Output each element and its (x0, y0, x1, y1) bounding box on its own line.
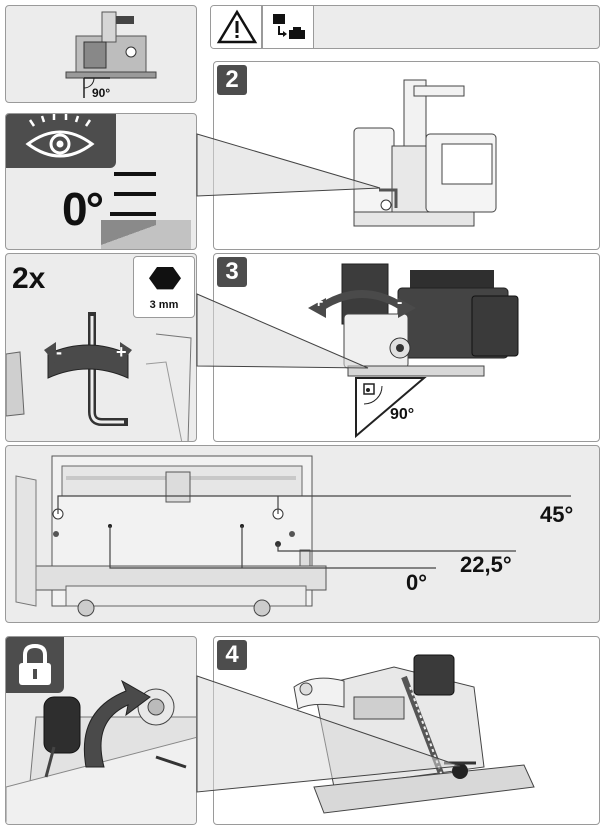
saw-side-view-illustration (353, 79, 497, 227)
tool-size-box: 3 mm (133, 256, 195, 318)
step-4-badge: 4 (217, 640, 247, 670)
battery-cell (262, 6, 314, 48)
lock-knob-illustration (6, 688, 196, 824)
base-plate-dark (101, 220, 156, 249)
step-3-badge: 3 (217, 257, 247, 287)
eye-zoom-panel: 0° (5, 113, 197, 250)
header-bar (210, 5, 600, 49)
plus-sign: + (116, 342, 127, 362)
saw-thumbnail-illustration (65, 11, 157, 79)
tighten-arrow-icon (83, 679, 151, 768)
tilt-minus-sign: - (397, 294, 403, 311)
bevel-scale-panel: 45° 22,5° 0° (5, 445, 600, 623)
step-3-panel: 3 + - 90° (213, 253, 600, 442)
lock-badge (6, 637, 64, 693)
bevel-label-0: 0° (406, 570, 428, 595)
tool-size-label: 3 mm (149, 299, 179, 311)
bevel-label-22-5: 22,5° (460, 552, 512, 577)
step-2-badge: 2 (217, 65, 247, 95)
battery-remove-icon (273, 14, 305, 39)
step-2-panel: 2 (213, 61, 600, 250)
minus-sign: - (56, 342, 62, 362)
eye-badge (6, 114, 116, 168)
warning-cell (211, 6, 262, 48)
step-4-panel: 4 (213, 636, 600, 825)
right-angle-marker (83, 77, 110, 98)
lock-knob-panel (5, 636, 197, 825)
tilt-plus-sign: + (314, 294, 324, 311)
eye-icon (25, 114, 95, 158)
bevel-label-45: 45° (540, 502, 574, 527)
gauge-angle-label: 90° (390, 406, 415, 423)
zero-degree-label: 0° (62, 183, 104, 235)
warning-triangle-icon (216, 9, 258, 44)
thumbnail-panel: 90° (5, 5, 197, 103)
padlock-icon (19, 643, 51, 685)
hex-key-icon (88, 312, 128, 426)
hex-key-panel: 2x 3 mm - + (5, 253, 197, 442)
base-plate-illustration (15, 455, 327, 617)
saw-tilted-illustration (293, 654, 535, 814)
saw-housing-sketch (6, 333, 192, 441)
square-gauge-icon (355, 377, 427, 439)
bevel-scale-lines (57, 495, 571, 569)
hex-nut-icon (149, 267, 181, 290)
thumbnail-angle-label: 90° (92, 86, 111, 100)
rotation-arrow-icon (44, 342, 132, 379)
blade-guide-lines (110, 172, 156, 216)
repeat-count: 2x (12, 262, 46, 295)
